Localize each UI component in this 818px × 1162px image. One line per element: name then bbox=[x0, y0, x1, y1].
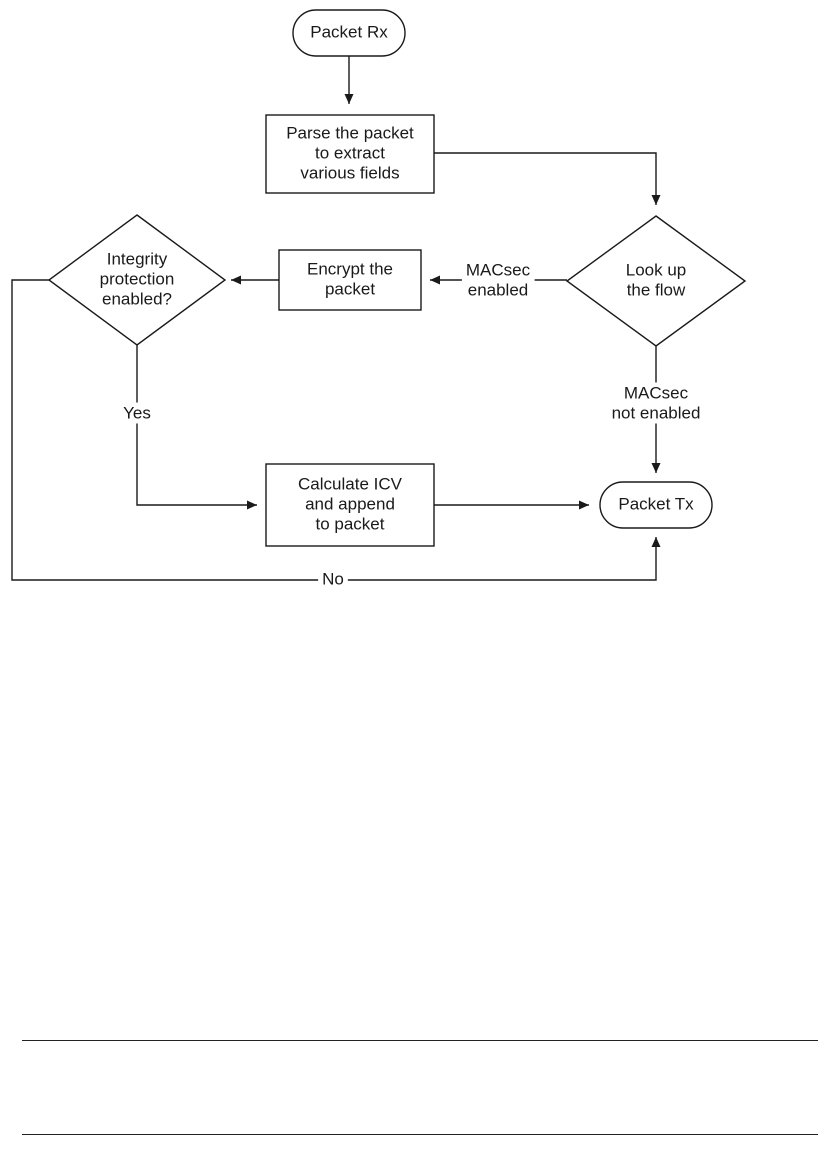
label-line: MACsec bbox=[624, 383, 689, 402]
edge-integrity-to-packet-tx bbox=[11, 279, 661, 581]
label-line: protection bbox=[100, 269, 175, 288]
label-line: the flow bbox=[627, 280, 686, 299]
horizontal-rule-bottom bbox=[22, 1134, 818, 1135]
label-line: Yes bbox=[123, 403, 151, 422]
label-line: enabled bbox=[468, 280, 529, 299]
label-line: Parse the packet bbox=[286, 123, 414, 142]
label-line: enabled? bbox=[102, 289, 172, 308]
process-shape bbox=[278, 249, 422, 311]
label-line: Packet Rx bbox=[310, 22, 388, 41]
edges-layer bbox=[11, 56, 661, 581]
edge-parse-to-lookup bbox=[434, 152, 661, 205]
terminal-shape bbox=[599, 481, 713, 529]
terminal-shape bbox=[292, 9, 406, 57]
decision-shape bbox=[565, 215, 747, 347]
label-line: Calculate ICV bbox=[298, 474, 403, 493]
label-line: MACsec bbox=[466, 260, 531, 279]
horizontal-rule-top bbox=[22, 1040, 818, 1041]
edge-label-text: Yes bbox=[123, 403, 151, 422]
label-line: Look up bbox=[626, 260, 687, 279]
edge-label-no: No bbox=[318, 568, 348, 590]
node-label: Packet Rx bbox=[310, 22, 388, 41]
label-line: packet bbox=[325, 279, 375, 298]
node-label: Packet Tx bbox=[618, 494, 694, 513]
process-shape bbox=[265, 463, 435, 547]
edge-label-text: No bbox=[322, 569, 344, 588]
edge-label-yes: Yes bbox=[119, 402, 155, 424]
label-line: and append bbox=[305, 494, 395, 513]
label-line: to extract bbox=[315, 143, 385, 162]
label-line: to packet bbox=[316, 514, 385, 533]
process-shape bbox=[265, 114, 435, 194]
label-line: Encrypt the bbox=[307, 259, 393, 278]
label-line: Packet Tx bbox=[618, 494, 694, 513]
node-packet-tx: Packet Tx bbox=[599, 481, 713, 529]
label-line: Integrity bbox=[107, 249, 168, 268]
label-line: not enabled bbox=[612, 403, 701, 422]
decision-shape bbox=[47, 214, 227, 346]
label-line: No bbox=[322, 569, 344, 588]
label-line: various fields bbox=[300, 163, 399, 182]
node-packet-rx: Packet Rx bbox=[292, 9, 406, 57]
edge-integrity-to-calc-icv bbox=[136, 345, 257, 510]
